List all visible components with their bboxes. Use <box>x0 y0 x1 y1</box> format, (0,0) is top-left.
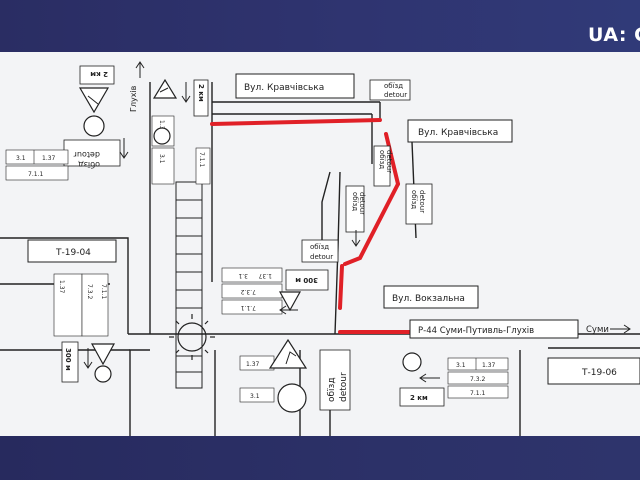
distance-signs: 2 км 2 км 300 м 300 м 2 км <box>61 65 445 407</box>
sign-code-711-d: 7.1.1 <box>241 304 256 311</box>
sign-code-31-d: 3.1 <box>238 272 248 279</box>
sign-code-732-f: 7.3.2 <box>470 376 485 383</box>
sign-code-137-f: 1.37 <box>482 362 496 369</box>
sign-code-31-e: 3.1 <box>250 393 260 400</box>
detour-route <box>210 118 412 334</box>
no-entry-sign-icon-6 <box>402 352 422 372</box>
worker-icon <box>285 351 297 365</box>
sign-code-31-b: 3.1 <box>158 154 165 164</box>
sign-code-137-b: 1.37 <box>158 120 165 134</box>
detour-sign-7-line1: обїзд <box>78 160 100 169</box>
destination-hlukhiv: Глухів <box>129 85 138 112</box>
arrow-right-icon <box>610 324 631 334</box>
distance-sign-bottom: 2 км <box>410 394 428 402</box>
distance-sign-300-b: 300 м <box>64 348 72 371</box>
distance-sign-300-a: 300 м <box>295 276 318 284</box>
street-label-highway: Р-44 Суми-Путивль-Глухів <box>418 326 534 336</box>
street-label-kravchivska-top: Вул. Кравчівська <box>244 83 324 93</box>
street-labels: Вул. Кравчівська Вул. Кравчівська Вул. В… <box>235 73 579 339</box>
roadwork-sign-icon-1 <box>78 87 110 114</box>
detour-sign-7-line2: detour <box>73 150 100 159</box>
road-code-t1906: Т-19-06 <box>581 368 617 378</box>
sign-code-137-e: 1.37 <box>246 361 260 368</box>
street-label-kravchivska-right: Вул. Кравчівська <box>418 128 498 138</box>
sign-code-711-a: 7.1.1 <box>28 171 43 178</box>
bottom-bar <box>0 436 640 480</box>
traffic-light-icon <box>169 314 215 360</box>
road-code-t1904: Т-19-04 <box>55 248 91 258</box>
sign-code-31-a: 3.1 <box>16 155 26 162</box>
detour-sign-3-line1: обїзд <box>351 192 359 211</box>
roadwork-signs <box>78 78 422 413</box>
detour-sign-1-line2: detour <box>384 91 407 99</box>
channel-logo: UA: C <box>588 24 640 46</box>
detour-map: Вул. Кравчівська Вул. Кравчівська Вул. В… <box>0 52 640 436</box>
detour-signs: обїзд detour обїзд detour обїзд detour о… <box>63 79 433 411</box>
destinations: Суми Глухів <box>129 61 631 335</box>
crosswalk <box>175 181 203 389</box>
detour-sign-5-line1: обїзд <box>410 190 418 209</box>
detour-sign-4-line2: detour <box>385 150 393 173</box>
distance-sign-top: 2 км <box>90 70 108 78</box>
no-entry-sign-icon-5 <box>277 383 307 413</box>
detour-sign-6-line1: обїзд <box>327 377 337 402</box>
detour-sign-4-line1: обїзд <box>378 150 386 169</box>
detour-sign-1-line1: обїзд <box>384 82 403 90</box>
sign-code-711-c: 7.1.1 <box>100 284 107 299</box>
sign-code-711-f: 7.1.1 <box>470 390 485 397</box>
no-entry-sign-icon-1 <box>83 115 105 137</box>
detour-sign-2-line2: detour <box>310 253 333 261</box>
road-codes: Т-19-04 Т-19-06 <box>27 239 640 385</box>
map-svg: Вул. Кравчівська Вул. Кравчівська Вул. В… <box>0 52 640 436</box>
sign-code-732-d: 7.3.2 <box>241 288 256 295</box>
roadwork-sign-icon-5 <box>268 338 308 369</box>
roadwork-sign-icon-4 <box>90 343 116 366</box>
sign-code-137-c: 1.37 <box>58 280 65 294</box>
distance-sign-upper: 2 км <box>197 84 205 102</box>
sign-code-137-d: 1.37 <box>258 272 272 279</box>
no-entry-sign-icon-4 <box>94 365 112 383</box>
sign-code-31-f: 3.1 <box>456 362 466 369</box>
sign-code-732-c: 7.3.2 <box>86 284 93 299</box>
sign-code-711-b: 7.1.1 <box>198 152 205 167</box>
sign-code-137-a: 1.37 <box>42 155 56 162</box>
no-entry-sign-icon-2 <box>153 127 171 145</box>
detour-sign-5-line2: detour <box>418 190 426 213</box>
arrow-icons <box>83 82 440 383</box>
arrow-up-icon <box>135 61 145 78</box>
top-bar: UA: C <box>0 0 640 52</box>
detour-sign-2-line1: обїзд <box>310 243 329 251</box>
destination-sumy: Суми <box>586 325 609 335</box>
street-label-vokzalna: Вул. Вокзальна <box>392 294 465 304</box>
roadwork-sign-icon-3 <box>278 291 302 312</box>
detour-sign-3-line2: detour <box>358 192 366 215</box>
detour-sign-6-line2: detour <box>339 372 349 402</box>
